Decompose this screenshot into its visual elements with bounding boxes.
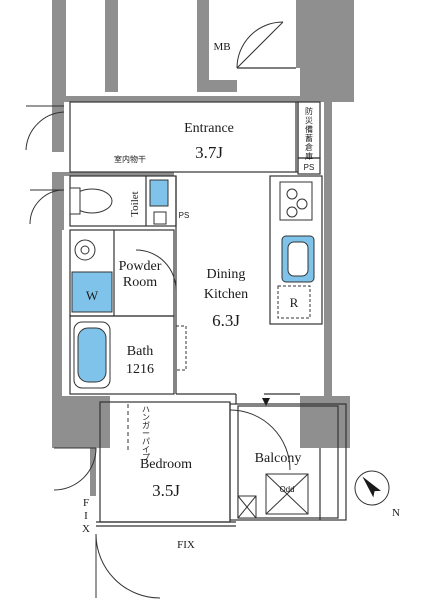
svg-text:防災備蓄倉庫: 防災備蓄倉庫 [305,106,313,161]
powder-name-1: Powder [119,259,162,274]
mb-label: MB [213,41,230,53]
storage-label: 防災備蓄倉庫 [305,106,313,161]
indoor-drying-label: 室内物干 [114,154,146,164]
powder-name-2: Room [123,275,157,290]
washer-label: W [86,288,99,303]
bath-name: Bath [127,344,153,359]
fix-bottom-label: FIX [177,539,195,551]
compass-icon [354,470,390,506]
entrance-size: 3.7J [195,143,223,162]
dining-name-2: Kitchen [204,287,248,302]
bedroom-size: 3.5J [152,481,180,500]
balcony-name: Balcony [255,451,302,466]
interior-lines [69,67,347,527]
fixtures [69,179,315,519]
bath-size: 1216 [126,362,154,377]
walls [52,0,354,496]
svg-text:FIX: FIX [82,497,90,535]
ps-toilet-label: PS [179,211,190,220]
dining-size: 6.3J [212,311,240,330]
fridge-label: R [290,295,299,310]
doors [25,21,291,599]
compass-n-label: N [392,507,400,519]
toilet-name: Toilet [129,191,141,217]
hanger-pipe-label: ハンガーパイプ [142,405,150,462]
ps-top-label: PS [304,163,315,172]
entrance-marker [262,398,270,406]
bedroom-name: Bedroom [140,457,192,472]
entrance-name: Entrance [184,121,234,136]
dining-name-1: Dining [207,267,246,282]
svg-text:ハンガーパイプ: ハンガーパイプ [142,405,150,462]
odd-label: Odd [279,485,294,494]
